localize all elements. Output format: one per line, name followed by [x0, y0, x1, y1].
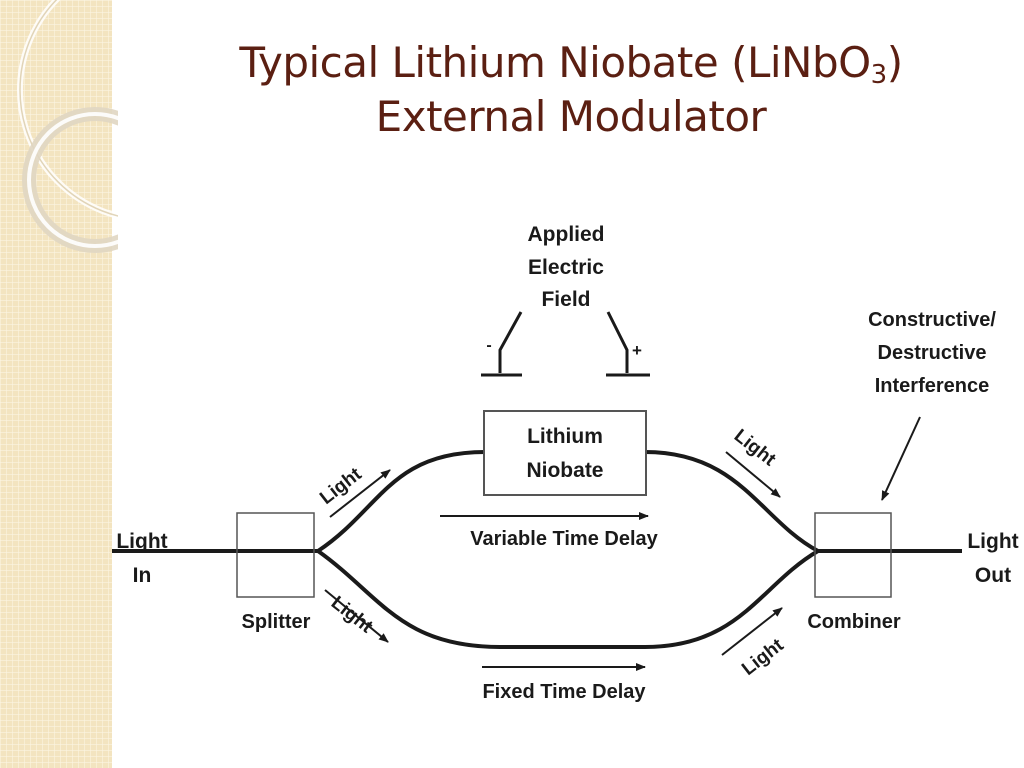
light-in-line-1: Light — [116, 530, 167, 553]
title-text-close: ) — [886, 38, 903, 87]
sidebar-divider — [112, 0, 118, 768]
title-line-2: External Modulator — [375, 92, 767, 141]
interference-arrow — [881, 416, 921, 501]
upper-arm-output — [644, 450, 819, 553]
applied-field-line-3: Field — [541, 288, 590, 311]
upper-arm-input — [316, 450, 486, 553]
splitter-label: Splitter — [242, 611, 311, 633]
minus-sign: - — [486, 337, 491, 354]
light-arrow-lower-right — [721, 607, 783, 656]
light-text-lower-left: Light — [327, 592, 377, 638]
lithium-niobate-box — [483, 410, 647, 496]
light-text-lower-right: Light — [738, 634, 788, 680]
interference-line-2: Destructive — [878, 342, 987, 364]
light-label-upper-left: Light — [316, 463, 391, 518]
light-arrow-lower-left — [324, 589, 389, 643]
light-label-lower-left: Light — [324, 589, 389, 643]
interference-line-1: Constructive/ — [868, 309, 996, 331]
slide-title: Typical Lithium Niobate (LiNbO3) Externa… — [118, 36, 1024, 144]
plus-sign: + — [632, 341, 642, 360]
interference-line-3: Interference — [875, 375, 990, 397]
fixed-delay-label: Fixed Time Delay — [482, 681, 646, 703]
combiner-label: Combiner — [807, 611, 901, 633]
title-subscript: 3 — [870, 60, 888, 90]
title-line-1: Typical Lithium Niobate (LiNbO3) — [118, 36, 1024, 90]
light-text-upper-right: Light — [730, 425, 780, 471]
lithium-niobate-line-2: Niobate — [526, 459, 603, 482]
light-arrow-upper-left — [329, 469, 391, 518]
light-in-line-2: In — [133, 564, 152, 587]
applied-field-line-1: Applied — [528, 223, 605, 246]
combiner-box — [814, 512, 892, 598]
light-arrow-upper-right — [725, 451, 781, 498]
title-text-main: Typical Lithium Niobate (LiNbO — [239, 38, 871, 87]
lower-arm — [316, 549, 820, 649]
light-out-line-2: Out — [975, 564, 1011, 587]
plus-terminal — [606, 311, 650, 377]
lithium-niobate-line-1: Lithium — [527, 425, 603, 448]
splitter-box — [236, 512, 315, 598]
light-label-upper-right: Light — [725, 425, 781, 498]
variable-delay-label: Variable Time Delay — [470, 528, 658, 550]
light-label-lower-right: Light — [721, 607, 788, 680]
sidebar-decoration — [0, 0, 118, 768]
minus-terminal — [481, 311, 523, 377]
light-out-line-1: Light — [967, 530, 1018, 553]
applied-field-line-2: Electric — [528, 256, 604, 279]
light-text-upper-left: Light — [316, 463, 366, 509]
